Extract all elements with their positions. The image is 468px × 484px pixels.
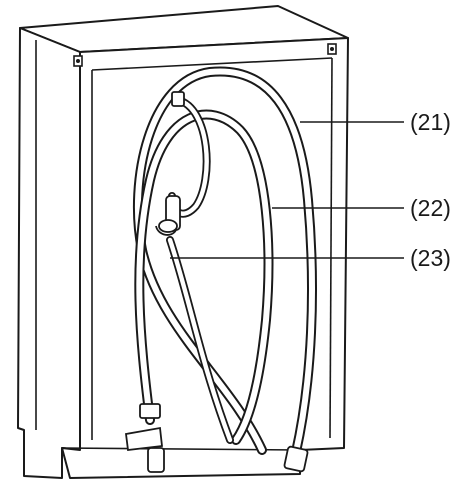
cabinet-side-panel (17, 27, 81, 479)
hose-21 (132, 66, 317, 457)
hose-cross-strand (166, 236, 234, 444)
hose-end-right-fitting (283, 445, 309, 473)
callout-label-22: (22) (410, 195, 451, 221)
hose-end-left-fitting (125, 403, 165, 473)
callout-label-23: (23) (410, 245, 451, 271)
screw-left (73, 55, 83, 67)
callout-leaders (170, 121, 404, 259)
hose-22 (134, 109, 274, 445)
hose-hanger (171, 91, 185, 107)
frame-top-edge (91, 57, 333, 71)
appliance-cabinet (17, 5, 349, 479)
callout-label-21: (21) (410, 109, 451, 135)
screw-right (327, 43, 337, 55)
hose-bracket (155, 195, 181, 236)
